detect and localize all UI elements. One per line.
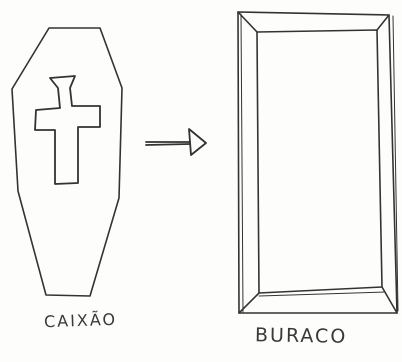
hole-caption: BURACO bbox=[255, 324, 348, 348]
cross-icon bbox=[35, 76, 100, 184]
coffin-icon bbox=[12, 28, 122, 296]
rectangular-pit-icon bbox=[238, 12, 398, 313]
arrow-right-icon bbox=[146, 129, 206, 155]
coffin-caption: CAIXÃO bbox=[44, 310, 118, 332]
